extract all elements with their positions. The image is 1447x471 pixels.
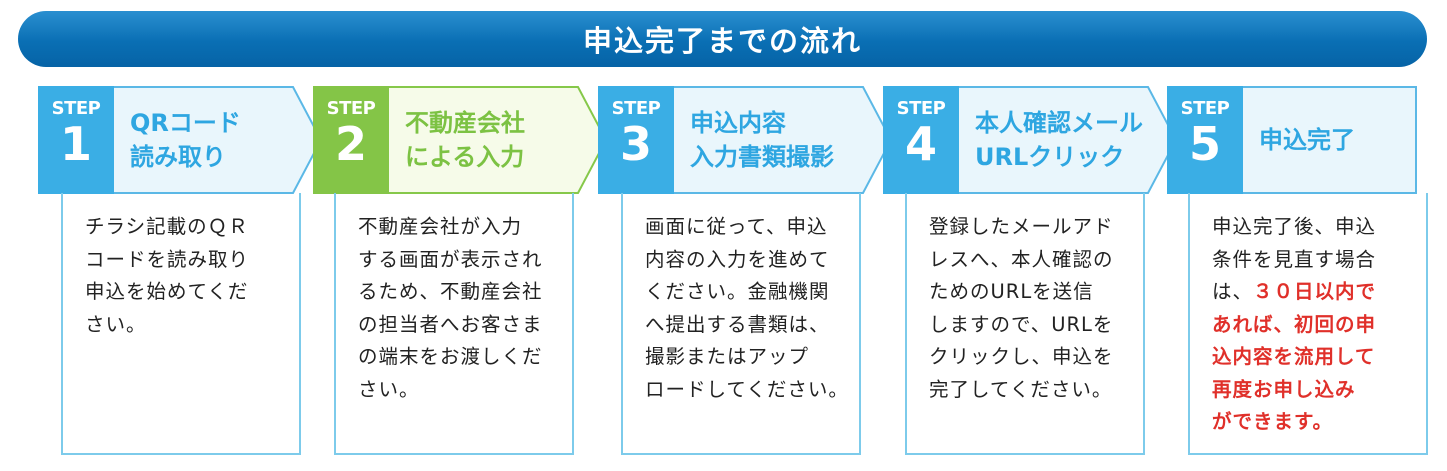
step-4-label: 本人確認メール URLクリック xyxy=(975,109,1143,171)
step-5-description-highlight: ３０日以内で あれば、初回の申 込内容を流用して 再度お申し込み ができます。 xyxy=(1212,280,1377,433)
step-2-description-box: 不動産会社が入力 する画面が表示され るため、不動産会社 の担当者へお客さま の… xyxy=(334,193,574,455)
step-4-number: 4 xyxy=(904,117,937,171)
step-4-arrow-shape xyxy=(883,86,1178,194)
step-2-badge: STEP 2 xyxy=(313,86,389,194)
step-2-label: 不動産会社 による入力 xyxy=(405,109,525,171)
step-5-header: STEP 5 申込完了 xyxy=(1167,86,1417,194)
step-1-description: チラシ記載のＱＲ コードを読み取り 申込を始めてくだ さい。 xyxy=(85,215,250,336)
step-4-header: STEP 4 本人確認メール URLクリック xyxy=(883,86,1178,194)
step-4-description-box: 登録したメールアド レスへ、本人確認の ためのURLを送信 しますので、URLを… xyxy=(905,193,1145,455)
step-4-badge: STEP 4 xyxy=(883,86,959,194)
step-5-badge: STEP 5 xyxy=(1167,86,1243,194)
title-bar: 申込完了までの流れ xyxy=(18,11,1427,67)
step-1-arrow-shape xyxy=(38,86,323,194)
step-2-word: STEP xyxy=(326,98,376,119)
step-4-word: STEP xyxy=(896,98,946,119)
step-5-number: 5 xyxy=(1188,117,1221,171)
step-5-description: 申込完了後、申込 条件を見直す場合 は、３０日以内で あれば、初回の申 込内容を… xyxy=(1212,211,1418,439)
step-3-label: 申込内容 入力書類撮影 xyxy=(690,109,834,171)
step-5-description-box: 申込完了後、申込 条件を見直す場合 は、３０日以内で あれば、初回の申 込内容を… xyxy=(1188,193,1428,455)
step-1-number: 1 xyxy=(59,117,92,171)
step-2-description: 不動産会社が入力 する画面が表示され るため、不動産会社 の担当者へお客さま の… xyxy=(358,215,543,401)
step-3-badge: STEP 3 xyxy=(598,86,674,194)
step-1-badge: STEP 1 xyxy=(38,86,114,194)
step-4-description: 登録したメールアド レスへ、本人確認の ためのURLを送信 しますので、URLを… xyxy=(929,215,1114,401)
step-3-arrow-shape xyxy=(598,86,893,194)
step-5-box-shape xyxy=(1167,86,1417,194)
page-title: 申込完了までの流れ xyxy=(582,24,862,58)
step-5-label: 申込完了 xyxy=(1259,126,1355,154)
step-5-description-plain: 申込完了後、申込 条件を見直す場合 は、 xyxy=(1212,215,1377,303)
step-2-arrow-shape xyxy=(313,86,608,194)
step-3-description-box: 画面に従って、申込 内容の入力を進めて ください。金融機関 へ提出する書類は、 … xyxy=(621,193,861,455)
step-1-header: STEP 1 QRコード 読み取り xyxy=(38,86,323,194)
step-2-number: 2 xyxy=(334,117,367,171)
step-3-header: STEP 3 申込内容 入力書類撮影 xyxy=(598,86,893,194)
step-3-number: 3 xyxy=(619,117,652,171)
step-1-description-box: チラシ記載のＱＲ コードを読み取り 申込を始めてくだ さい。 xyxy=(61,193,301,455)
step-3-word: STEP xyxy=(611,98,661,119)
step-1-word: STEP xyxy=(51,98,101,119)
step-3-description: 画面に従って、申込 内容の入力を進めて ください。金融機関 へ提出する書類は、 … xyxy=(645,215,849,401)
step-5-word: STEP xyxy=(1180,98,1230,119)
step-1-label: QRコード 読み取り xyxy=(130,109,241,171)
step-2-header: STEP 2 不動産会社 による入力 xyxy=(313,86,608,194)
